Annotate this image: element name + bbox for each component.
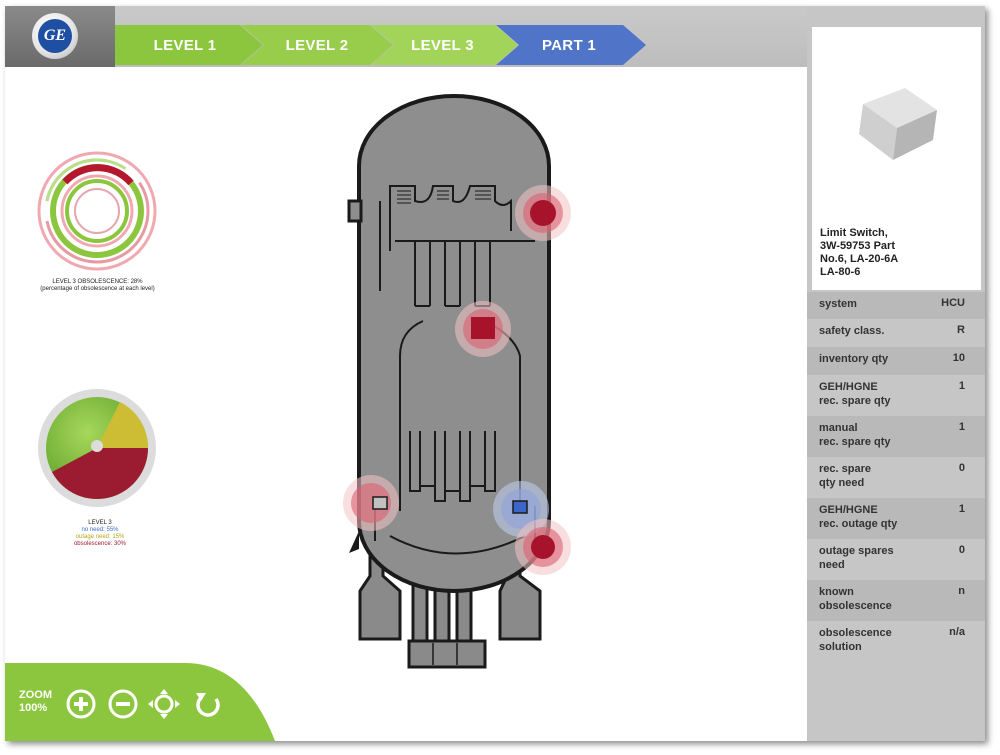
crumb-level-3[interactable]: LEVEL 3 bbox=[411, 36, 474, 54]
zoom-out-icon[interactable] bbox=[107, 688, 139, 720]
property-label: rec. spare qty need bbox=[819, 463, 871, 489]
property-value: R bbox=[957, 324, 965, 336]
property-label: manual rec. spare qty bbox=[819, 422, 891, 448]
property-value: 10 bbox=[952, 352, 965, 364]
zoom-in-icon[interactable] bbox=[65, 688, 97, 720]
property-label: GEH/HGNE rec. outage qty bbox=[819, 504, 898, 530]
property-row: safety class. R bbox=[807, 319, 985, 347]
hotspot-red-4[interactable] bbox=[515, 519, 571, 575]
crumb-level2-shape bbox=[241, 25, 393, 65]
part-name-line: LA-80-6 bbox=[820, 266, 861, 278]
property-value: 0 bbox=[958, 544, 965, 556]
app-frame: GE LEVEL 1 LEVEL 2 LEVEL 3 PART 1 LEVEL … bbox=[5, 6, 985, 741]
ge-logo-mark: GE bbox=[38, 19, 72, 53]
zoom-title: ZOOM bbox=[19, 689, 52, 701]
property-label: outage spares need bbox=[819, 545, 894, 571]
hotspot-red-2[interactable] bbox=[455, 301, 511, 357]
zoom-value: 100% bbox=[19, 702, 48, 714]
property-value: 1 bbox=[958, 380, 965, 392]
crumb-level-1[interactable]: LEVEL 1 bbox=[153, 36, 217, 54]
property-row: GEH/HGNE rec. spare qty 1 bbox=[807, 375, 985, 416]
crumb-level-2[interactable]: LEVEL 2 bbox=[285, 36, 349, 54]
property-value: 1 bbox=[958, 503, 965, 515]
pie-legend-obsolescence: obsolescence: 30% bbox=[73, 541, 127, 547]
pie-caption-title: LEVEL 3 bbox=[88, 520, 112, 526]
property-label: system bbox=[819, 298, 857, 310]
property-label: known obsolescence bbox=[819, 586, 892, 612]
ge-logo[interactable]: GE bbox=[32, 13, 78, 59]
reset-rotate-icon[interactable] bbox=[192, 688, 224, 720]
property-row: inventory qty 10 bbox=[807, 347, 985, 375]
pie-caption: LEVEL 3 no need: 55% outage need: 15% ob… bbox=[45, 520, 155, 548]
rings-caption: LEVEL 3 OBSOLESCENCE: 28% (percentage of… bbox=[30, 279, 165, 293]
pie-legend-outage-need: outage need: 15% bbox=[75, 534, 125, 540]
rings-caption-title: LEVEL 3 OBSOLESCENCE: 28% bbox=[52, 279, 143, 285]
part-preview: Limit Switch, 3W-59753 Part No.6, LA-20-… bbox=[812, 27, 981, 290]
part-details-panel: Limit Switch, 3W-59753 Part No.6, LA-20-… bbox=[807, 6, 985, 741]
property-label: safety class. bbox=[819, 325, 885, 337]
crumb-part-1[interactable]: PART 1 bbox=[541, 36, 597, 54]
pie-legend-no-need: no need: 55% bbox=[81, 527, 119, 533]
logo-area: GE bbox=[5, 6, 115, 67]
property-value: 0 bbox=[958, 462, 965, 474]
property-row: GEH/HGNE rec. outage qty 1 bbox=[807, 498, 985, 539]
part-name-line: Limit Switch, bbox=[820, 227, 888, 239]
property-label: obsolescence solution bbox=[819, 627, 892, 653]
part-3d-cube-icon[interactable] bbox=[857, 82, 941, 166]
hotspot-red-3[interactable] bbox=[343, 475, 399, 531]
property-row: system HCU bbox=[807, 292, 985, 319]
part-name-line: No.6, LA-20-6A bbox=[820, 253, 899, 265]
part-name-line: 3W-59753 Part bbox=[820, 240, 895, 252]
property-row: outage spares need 0 bbox=[807, 539, 985, 580]
pan-move-icon[interactable] bbox=[145, 688, 183, 720]
crumb-level3-shape bbox=[371, 25, 518, 65]
zoom-panel bbox=[5, 663, 275, 741]
crumb-level1-shape bbox=[115, 25, 263, 65]
zoom-label: ZOOM 100% bbox=[19, 689, 52, 715]
vessel-diagram[interactable] bbox=[335, 91, 585, 671]
property-row: rec. spare qty need 0 bbox=[807, 457, 985, 498]
breadcrumb-arrows bbox=[115, 25, 646, 65]
property-row: known obsolescence n bbox=[807, 580, 985, 621]
property-value: 1 bbox=[958, 421, 965, 433]
level3-pie-gauge[interactable] bbox=[37, 388, 157, 508]
property-value: HCU bbox=[941, 297, 965, 309]
hotspot-red-1[interactable] bbox=[515, 185, 571, 241]
rings-caption-sub: (percentage of obsolescence at each leve… bbox=[40, 286, 155, 292]
part-name: Limit Switch, 3W-59753 Part No.6, LA-20-… bbox=[820, 227, 970, 279]
obsolescence-rings-gauge[interactable] bbox=[35, 149, 159, 273]
property-row: obsolescence solution n/a bbox=[807, 621, 985, 662]
property-value: n bbox=[958, 585, 965, 597]
crumb-part1-shape bbox=[496, 25, 646, 65]
property-label: GEH/HGNE rec. spare qty bbox=[819, 381, 891, 407]
property-row: manual rec. spare qty 1 bbox=[807, 416, 985, 457]
property-label: inventory qty bbox=[819, 353, 889, 365]
property-value: n/a bbox=[949, 626, 965, 638]
